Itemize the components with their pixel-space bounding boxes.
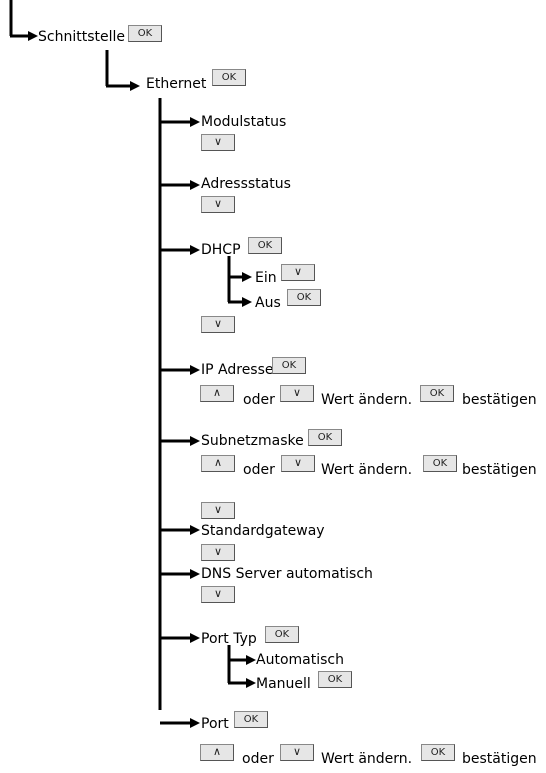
menu-item-dhcp-aus: Aus [255,295,281,311]
menu-item-dns-server: DNS Server automatisch [201,566,373,582]
instruction-bestaetigen: bestätigen [462,462,537,478]
ok-key[interactable]: OK [128,25,162,42]
menu-item-standardgateway: Standardgateway [201,523,325,539]
down-key[interactable]: ∨ [201,586,235,603]
down-key[interactable]: ∨ [201,502,235,519]
down-key[interactable]: ∨ [280,744,314,761]
up-key[interactable]: ∧ [200,744,234,761]
instruction-wert-aendern: Wert ändern. [321,462,413,478]
menu-item-port: Port [201,716,229,732]
ok-key[interactable]: OK [423,455,457,472]
ok-key[interactable]: OK [318,671,352,688]
menu-item-subnetzmaske: Subnetzmaske [201,433,304,449]
ok-key[interactable]: OK [248,237,282,254]
menu-item-adressstatus: Adressstatus [201,176,291,192]
menu-item-port-typ-automatisch: Automatisch [256,652,344,668]
menu-item-dhcp-ein: Ein [255,270,277,286]
menu-item-port-typ-manuell: Manuell [256,676,311,692]
ok-key[interactable]: OK [234,711,268,728]
instruction-wert-aendern: Wert ändern. [321,751,413,767]
menu-item-ip-adresse: IP Adresse [201,362,274,378]
ok-key[interactable]: OK [212,69,246,86]
down-key[interactable]: ∨ [281,455,315,472]
menu-item-port-typ: Port Typ [201,631,257,647]
instruction-oder: oder [242,751,274,767]
ok-key[interactable]: OK [421,744,455,761]
down-key[interactable]: ∨ [280,385,314,402]
menu-item-dhcp: DHCP [201,242,241,258]
up-key[interactable]: ∧ [200,385,234,402]
down-key[interactable]: ∨ [201,316,235,333]
ok-key[interactable]: OK [420,385,454,402]
instruction-oder: oder [243,392,275,408]
ok-key[interactable]: OK [265,626,299,643]
menu-item-ethernet: Ethernet [146,76,207,92]
down-key[interactable]: ∨ [201,196,235,213]
up-key[interactable]: ∧ [201,455,235,472]
menu-item-schnittstelle: Schnittstelle [38,29,125,45]
ok-key[interactable]: OK [287,289,321,306]
down-key[interactable]: ∨ [201,134,235,151]
instruction-wert-aendern: Wert ändern. [321,392,413,408]
instruction-oder: oder [243,462,275,478]
down-key[interactable]: ∨ [201,544,235,561]
instruction-bestaetigen: bestätigen [462,751,537,767]
ok-key[interactable]: OK [308,429,342,446]
instruction-bestaetigen: bestätigen [462,392,537,408]
down-key[interactable]: ∨ [281,264,315,281]
menu-item-modulstatus: Modulstatus [201,114,287,130]
ok-key[interactable]: OK [272,357,306,374]
